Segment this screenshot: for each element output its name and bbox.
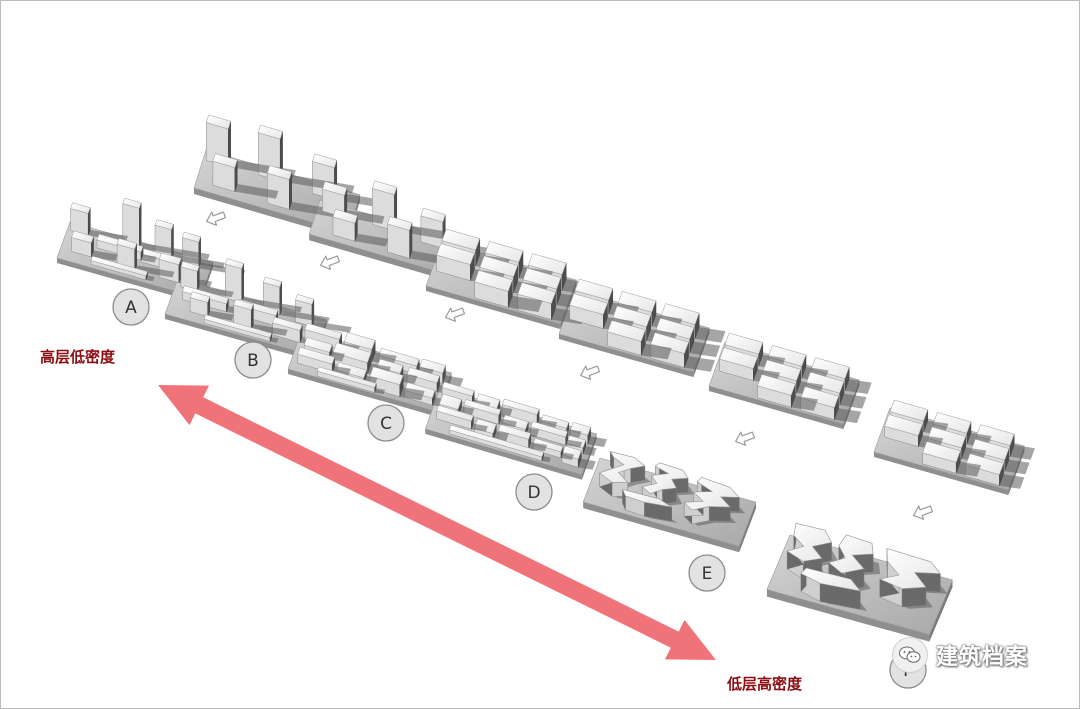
tower-site-1-block-5 [212,153,279,199]
site-d-block-15 [436,405,488,432]
model-label-b: B [234,341,272,379]
grid-site-4-block-8 [922,441,982,477]
model-label-text: B [247,351,259,371]
grid-site-4-block-6 [884,414,944,450]
model-label-d: D [515,473,553,511]
site-f-strip-4 [800,567,868,612]
site-a-block-10 [90,255,155,282]
tower-site-2-block-4 [387,216,460,267]
site-b-block-10 [203,314,279,343]
model-label-c: C [367,404,405,442]
site-e-strip-1 [599,450,651,499]
model-label-a: A [112,288,150,326]
model-label-text: E [702,564,713,584]
model-label-text: D [527,483,540,503]
site-d-block-11 [561,445,596,470]
site-b-block-3 [224,258,303,313]
flow-arrow-icon-6 [913,505,934,520]
site-e-strip-3 [683,476,746,526]
building-masses [70,114,1035,612]
site-d-block-7 [530,421,583,448]
site-a-block-4 [70,202,128,242]
site-b-block-9 [189,291,234,321]
site-e-organic-masses [599,450,746,526]
flow-arrow-icon-2 [320,255,341,270]
model-label-text: C [380,414,392,434]
site-d-block-16 [448,424,551,463]
grid-site-2-block-8 [607,320,672,360]
wechat-icon [892,637,928,673]
grid-site-1-block-8 [474,270,543,312]
model-label-text: A [125,298,137,318]
density-double-arrow [158,385,716,660]
model-label-e: E [688,554,726,592]
site-a-block-9 [71,230,118,261]
flow-arrows [206,211,934,520]
site-f-strip-1 [786,522,839,582]
axis-label-high-rise-low-density: 高层低密度 [40,348,116,366]
tower-site-1-block-4 [266,165,343,219]
site-f-strip-3 [878,548,948,609]
site-f-organic-masses [786,522,948,612]
watermark-text: 建筑档案 [936,645,1029,670]
grid-site-3-block-8 [757,374,818,411]
site-c-block-10 [369,366,425,401]
flow-arrow-icon-3 [445,307,466,322]
site-c-block-13 [316,366,386,395]
model-labels: ABCDEF [112,288,927,689]
tower-site-2-block-5 [332,208,389,247]
site-b-block-4 [180,261,234,298]
flow-arrow-icon-4 [580,365,601,380]
site-e-strip-4 [622,489,678,524]
flow-arrow-icon-5 [735,431,756,446]
axis-label-low-rise-high-density: 低层高密度 [727,675,803,693]
watermark: 建筑档案 [892,637,1028,673]
site-b-block-1 [295,294,352,333]
flow-arrow-icon-1 [206,211,227,226]
